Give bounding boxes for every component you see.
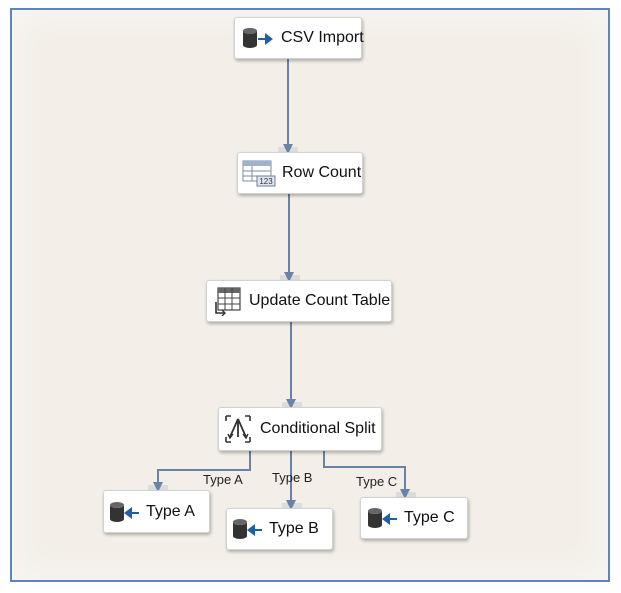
edge-label-type-c: Type C <box>356 474 398 489</box>
csv-import-node[interactable]: CSV Import <box>234 17 364 59</box>
database-source-icon <box>241 25 275 51</box>
node-label: Type C <box>404 509 455 526</box>
edge-label-type-b: Type B <box>272 470 313 485</box>
database-destination-icon <box>231 516 263 542</box>
node-label: Row Count <box>282 164 362 181</box>
edge-label-type-a: Type A <box>203 472 243 487</box>
database-destination-icon <box>108 499 140 525</box>
svg-text:123: 123 <box>259 177 273 186</box>
node-label: Type B <box>269 520 319 537</box>
type-a-node[interactable]: Type A <box>103 490 210 533</box>
conditional-split-icon <box>222 413 254 445</box>
type-b-node[interactable]: Type B <box>226 508 333 550</box>
node-label: Type A <box>146 502 195 520</box>
update-count-table-node[interactable]: Update Count Table <box>206 280 392 322</box>
node-label: Conditional Split <box>260 420 376 437</box>
conditional-split-node[interactable]: Conditional Split <box>218 407 382 451</box>
database-destination-icon <box>366 505 398 531</box>
node-label: Update Count Table <box>249 292 391 309</box>
row-count-icon: 123 <box>242 159 276 187</box>
table-command-icon <box>213 286 243 316</box>
node-label: CSV Import <box>281 29 364 46</box>
type-c-node[interactable]: Type C <box>360 497 468 539</box>
row-count-node[interactable]: 123 Row Count <box>237 152 363 194</box>
